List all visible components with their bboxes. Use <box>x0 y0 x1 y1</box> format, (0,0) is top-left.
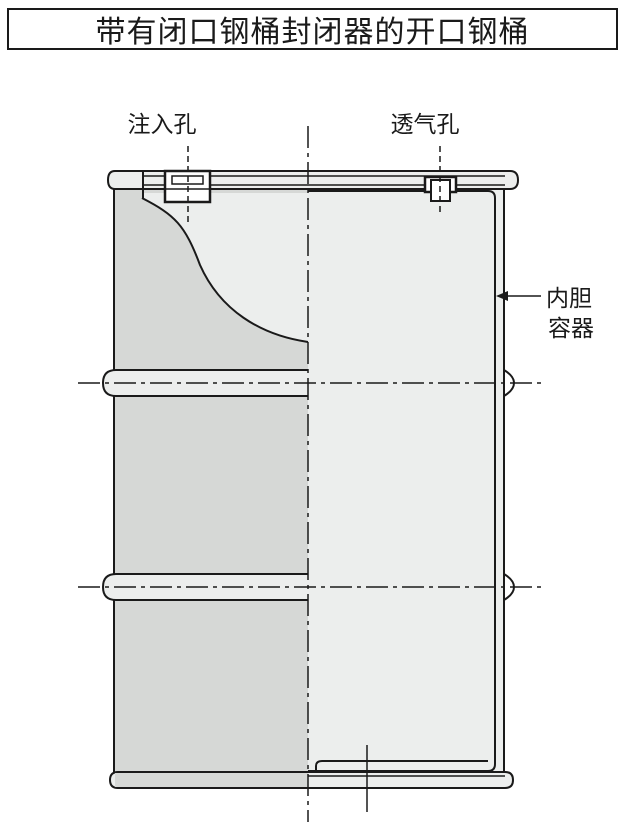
vent-hole-label: 透气孔 <box>391 112 460 138</box>
diagram-title: 带有闭口钢桶封闭器的开口钢桶 <box>7 8 618 50</box>
drum-bottom-shade-left <box>115 773 308 787</box>
fill-hole-label: 注入孔 <box>128 112 197 138</box>
inner-container-outline <box>308 190 496 772</box>
liner-curve-edge <box>141 197 309 343</box>
inner-container-label-line2: 容器 <box>548 316 594 342</box>
inner-container-leader <box>496 291 541 301</box>
center-lines <box>78 126 546 822</box>
inner-container-label-line1: 内胆 <box>546 286 592 312</box>
inner-container <box>308 190 496 772</box>
leader-arrowhead <box>496 291 508 301</box>
inner-bottom-bracket <box>315 760 488 771</box>
vent-hole-plug <box>423 175 458 202</box>
diagram-title-text: 带有闭口钢桶封闭器的开口钢桶 <box>95 15 530 50</box>
